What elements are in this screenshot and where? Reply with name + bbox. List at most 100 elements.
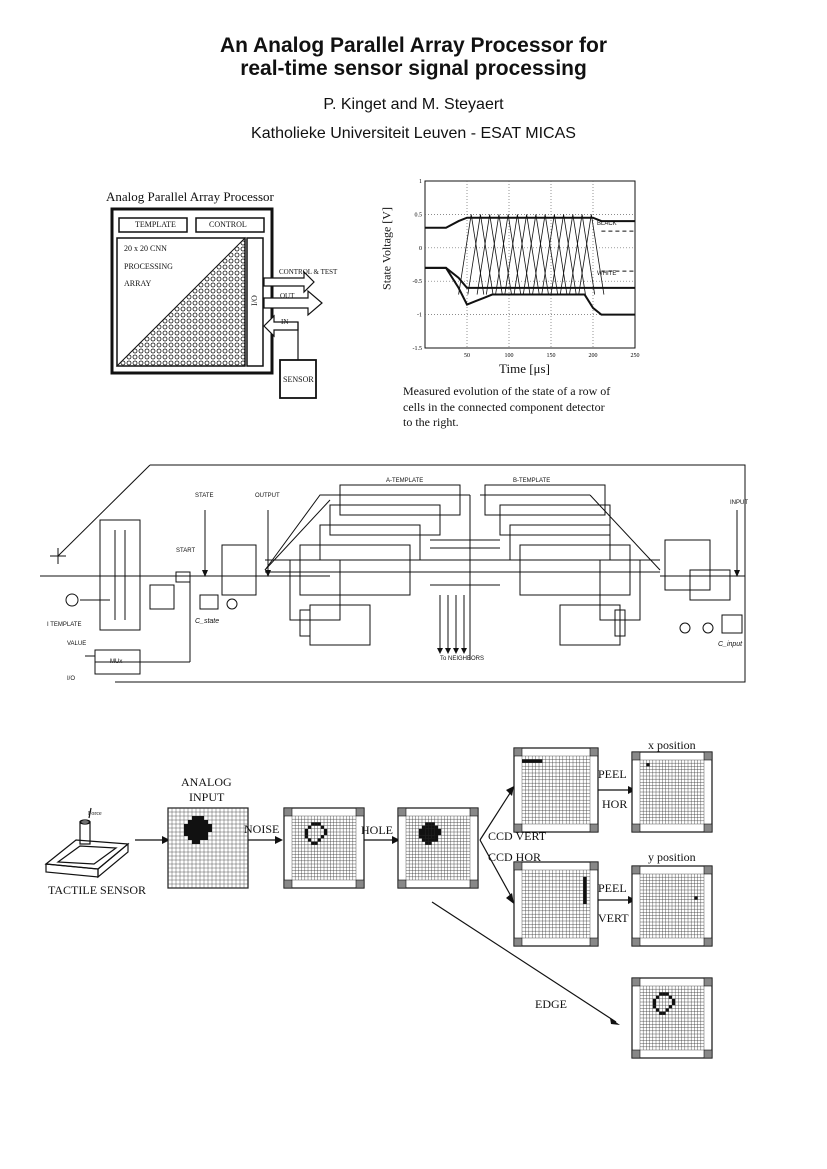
active-cell <box>192 836 196 840</box>
active-cell <box>317 838 321 842</box>
corner-pad <box>631 937 641 947</box>
corner-pad <box>397 807 407 817</box>
y-tick-label: 0 <box>419 246 422 252</box>
x-tick-label: 150 <box>547 353 556 359</box>
active-cell <box>192 840 196 844</box>
active-cell <box>431 822 435 826</box>
active-cell <box>418 828 422 832</box>
corner-pad <box>589 747 599 757</box>
array-label-1: 20 x 20 CNN <box>124 244 167 253</box>
active-cell <box>668 1005 672 1009</box>
corner-pad <box>469 807 479 817</box>
active-cell <box>428 828 432 832</box>
title-line-1: An Analog Parallel Array Processor for <box>219 34 608 57</box>
hor-label: HOR <box>602 797 628 811</box>
vert-label: VERT <box>598 911 629 925</box>
x-position-grid <box>631 751 713 833</box>
corner-pad <box>355 879 365 889</box>
edge-grid <box>631 977 713 1059</box>
active-cell <box>192 828 196 832</box>
white-annotation: WHITE <box>597 271 617 277</box>
active-cell <box>665 992 669 996</box>
series-line <box>425 266 635 289</box>
y-position-label: y position <box>648 850 696 864</box>
sensor-label: SENSOR <box>283 375 314 384</box>
active-cell <box>200 832 204 836</box>
corner-pad <box>631 823 641 833</box>
cell-trace <box>532 214 559 295</box>
cell-trace <box>569 214 596 295</box>
active-cell <box>522 759 543 763</box>
cell-trace <box>495 214 522 295</box>
corner-pad <box>513 823 523 833</box>
active-cell <box>188 820 192 824</box>
active-cell <box>425 832 429 836</box>
corner-pad <box>703 751 713 761</box>
corner-pad <box>703 823 713 833</box>
active-cell <box>208 824 212 828</box>
plot-caption-2: cells in the connected component detecto… <box>403 400 605 414</box>
active-cell <box>192 820 196 824</box>
active-cell <box>308 838 312 842</box>
output-label: OUTPUT <box>255 493 280 499</box>
i-template-label: I TEMPLATE <box>47 622 82 628</box>
ccd-vert-label: CCD VERT <box>488 829 547 843</box>
active-cell <box>304 828 308 832</box>
active-cell <box>428 825 432 829</box>
c-state-label: C_state <box>195 618 220 625</box>
peel-label-2: PEEL <box>598 881 627 895</box>
active-cell <box>184 832 188 836</box>
hole-label: HOLE <box>361 823 393 837</box>
active-cell <box>428 832 432 836</box>
active-cell <box>652 1002 656 1006</box>
active-cell <box>434 828 438 832</box>
active-cell <box>204 820 208 824</box>
active-cell <box>314 841 318 845</box>
active-cell <box>425 841 429 845</box>
array-label-3: ARRAY <box>124 279 152 288</box>
corner-pad <box>703 1049 713 1059</box>
cell-trace <box>550 214 577 295</box>
active-cell <box>204 832 208 836</box>
state-label: STATE <box>195 493 214 499</box>
control-block-label: CONTROL <box>209 220 247 229</box>
active-cell <box>196 828 200 832</box>
plot-frame <box>424 180 636 349</box>
active-cell <box>200 820 204 824</box>
cell-trace <box>522 214 549 295</box>
active-cell <box>428 822 432 826</box>
active-cell <box>320 825 324 829</box>
active-cell <box>192 824 196 828</box>
active-cell <box>652 1005 656 1009</box>
active-cell <box>431 838 435 842</box>
corner-pad <box>631 977 641 987</box>
y-tick-label: 0.5 <box>415 212 423 218</box>
active-cell <box>304 835 308 839</box>
a-template-label: A-TEMPLATE <box>386 478 424 484</box>
active-cell <box>431 832 435 836</box>
active-cell <box>304 832 308 836</box>
analog-input-grid <box>167 807 249 889</box>
active-cell <box>418 835 422 839</box>
corner-pad <box>513 861 523 871</box>
corner-pad <box>589 861 599 871</box>
active-cell <box>184 824 188 828</box>
cell-trace <box>485 214 512 295</box>
active-cell <box>188 824 192 828</box>
active-cell <box>652 998 656 1002</box>
active-cell <box>422 828 426 832</box>
ccd-hor-grid <box>513 861 599 947</box>
corner-pad <box>631 865 641 875</box>
noise-label: NOISE <box>244 822 280 836</box>
active-cell <box>196 820 200 824</box>
b-template-label: B-TEMPLATE <box>513 478 551 484</box>
ccd-hor-label: CCD HOR <box>488 850 542 864</box>
active-cell <box>656 1008 660 1012</box>
active-cell <box>188 836 192 840</box>
template-block-label: TEMPLATE <box>135 220 176 229</box>
active-cell <box>184 828 188 832</box>
active-cell <box>694 896 698 900</box>
active-cell <box>668 995 672 999</box>
